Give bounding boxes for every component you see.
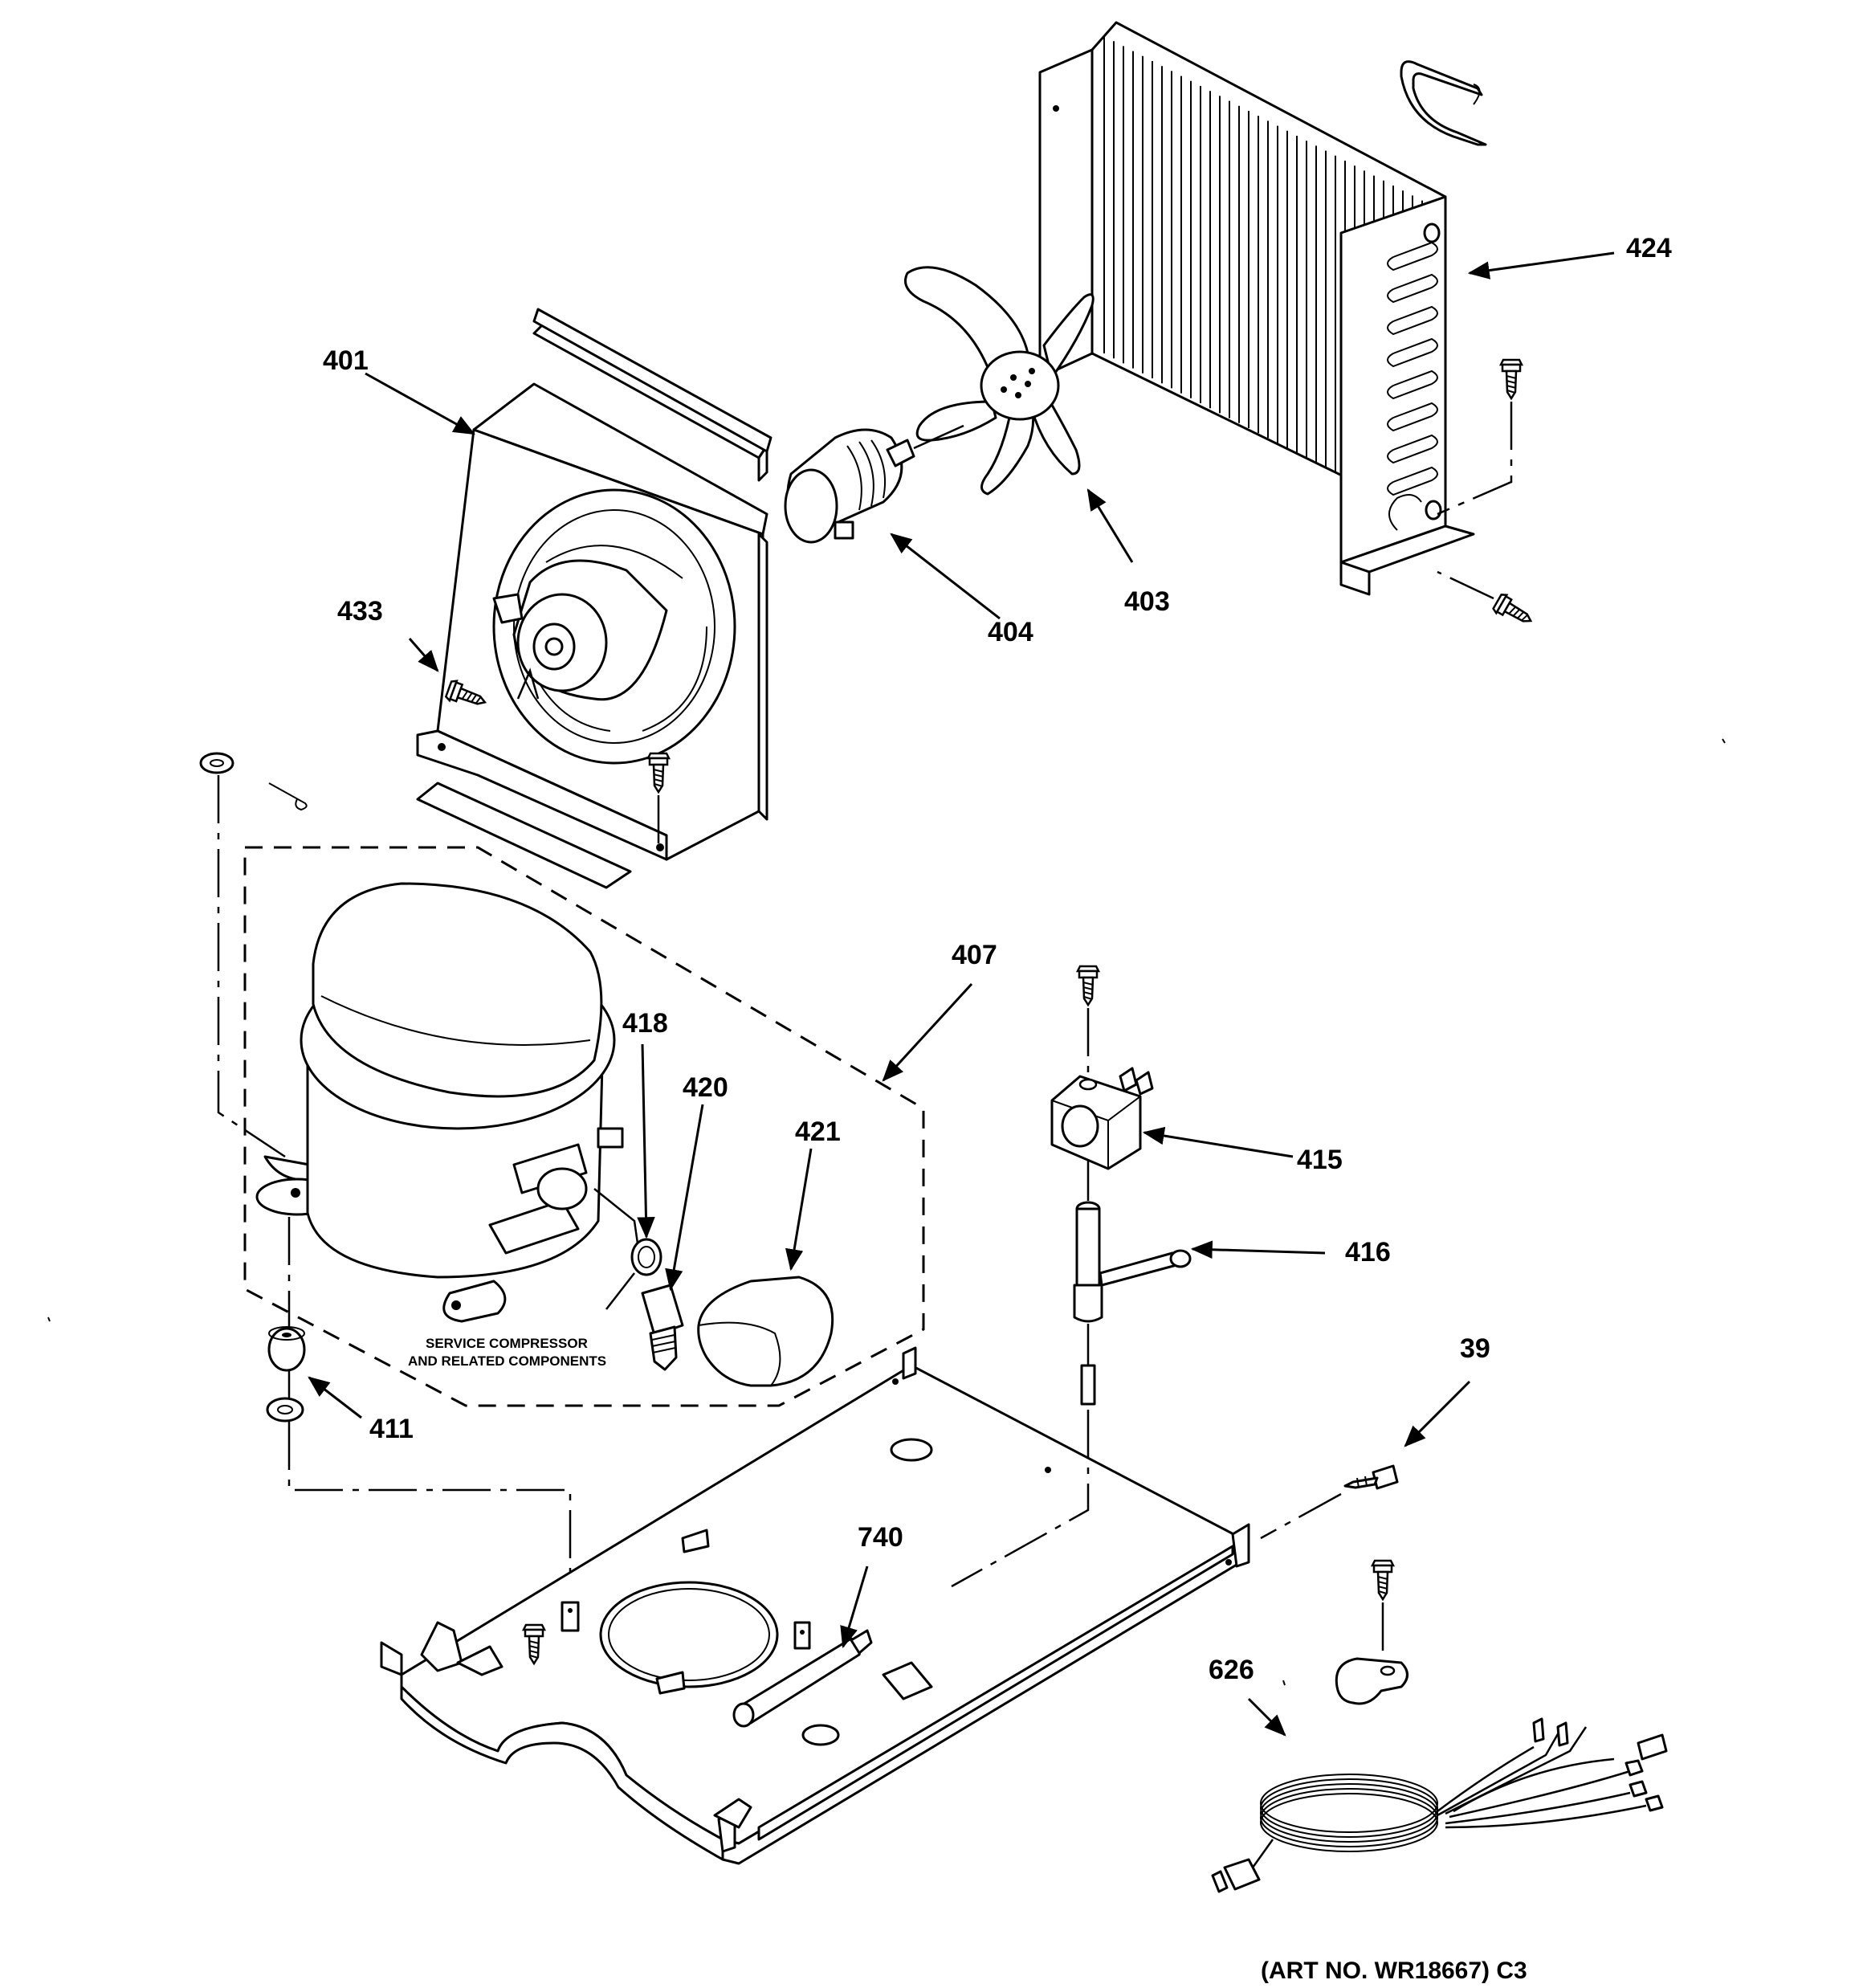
start-relay: [641, 1284, 684, 1371]
callout-418: 418: [622, 1008, 668, 1039]
callout-407: 407: [952, 940, 997, 970]
condenser: [1038, 21, 1487, 596]
fan-blade: [904, 266, 1095, 496]
shroud-bottom-plate: [416, 782, 632, 889]
callout-404: 404: [988, 617, 1033, 647]
callout-433: 433: [337, 596, 383, 627]
mount-washer-top: [199, 752, 234, 774]
clamp-screw: [1371, 1559, 1395, 1655]
fan-motor: [784, 424, 964, 544]
grommet: [267, 1326, 306, 1372]
callout-740: 740: [858, 1522, 903, 1553]
screw-39: [1343, 1464, 1399, 1490]
art-number: (ART NO. WR18667) C3: [1261, 1957, 1527, 1984]
overload-protector: [605, 1238, 662, 1310]
mount-clip: [268, 782, 308, 811]
condenser-tube-bends: [1387, 222, 1442, 531]
callout-401: 401: [323, 345, 369, 376]
valve-screw: [1076, 965, 1100, 1072]
leader-lines: [308, 251, 1615, 1737]
service-note-line2: AND RELATED COMPONENTS: [408, 1353, 606, 1369]
callout-403: 403: [1124, 586, 1170, 617]
condenser-screw-lower: [1437, 570, 1537, 631]
service-note-line1: SERVICE COMPRESSOR: [426, 1336, 588, 1351]
callout-421: 421: [795, 1116, 841, 1147]
callout-39: 39: [1460, 1333, 1490, 1364]
base-pan: [380, 1346, 1250, 1865]
service-compressor-group: [243, 846, 925, 1407]
callout-415: 415: [1297, 1145, 1343, 1175]
solenoid-coil: [1050, 1067, 1154, 1170]
callout-411: 411: [369, 1414, 414, 1444]
valve-body: [1073, 1201, 1192, 1406]
compressor: [255, 882, 640, 1323]
cord-clamp: [1335, 1657, 1408, 1705]
callout-424: 424: [1626, 233, 1672, 263]
fan-shroud: [416, 324, 768, 861]
terminal-cover: [697, 1276, 834, 1387]
grommet-washer: [266, 1397, 304, 1423]
shroud-top-strip: [532, 308, 773, 453]
callout-416: 416: [1345, 1237, 1391, 1268]
condenser-screw-upper: [1437, 358, 1523, 516]
power-cord: [1211, 1717, 1668, 1893]
shroud-screw-right: [646, 752, 671, 843]
callout-420: 420: [683, 1072, 728, 1103]
callout-626: 626: [1209, 1655, 1254, 1685]
